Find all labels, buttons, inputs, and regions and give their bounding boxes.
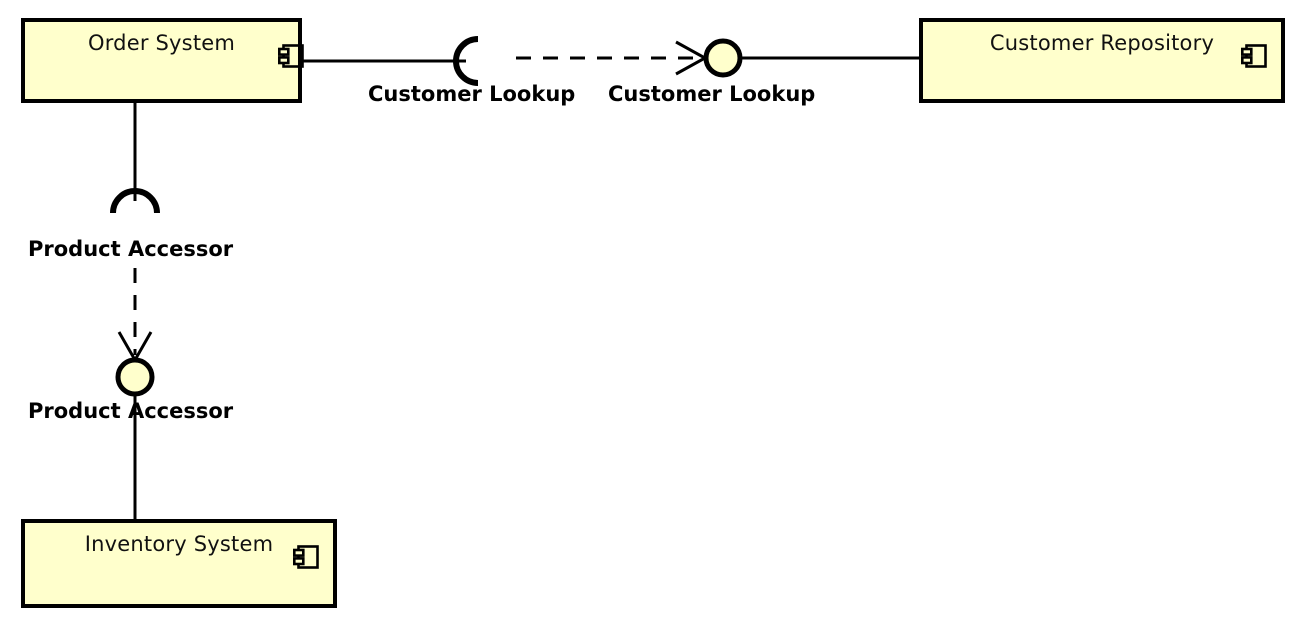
component-customer-repository[interactable]: Customer Repository — [919, 18, 1285, 103]
component-icon — [1241, 44, 1267, 68]
socket-customer-lookup — [453, 36, 479, 86]
interface-label-product-accessor-provided: Product Accessor — [28, 399, 234, 423]
lollipop-product-accessor — [115, 357, 155, 397]
component-inventory-system-label: Inventory System — [84, 532, 274, 556]
component-icon — [293, 545, 319, 569]
component-customer-repository-label: Customer Repository — [989, 31, 1215, 55]
interface-label-customer-lookup-provided: Customer Lookup — [608, 82, 816, 106]
socket-product-accessor — [110, 188, 160, 214]
interface-label-customer-lookup-required: Customer Lookup — [368, 82, 576, 106]
component-inventory-system[interactable]: Inventory System — [21, 519, 337, 608]
component-order-system[interactable]: Order System — [21, 18, 304, 103]
lollipop-customer-lookup — [703, 38, 743, 78]
component-order-system-label: Order System — [87, 31, 236, 55]
interface-label-product-accessor-required: Product Accessor — [28, 237, 234, 261]
component-icon — [278, 44, 304, 68]
